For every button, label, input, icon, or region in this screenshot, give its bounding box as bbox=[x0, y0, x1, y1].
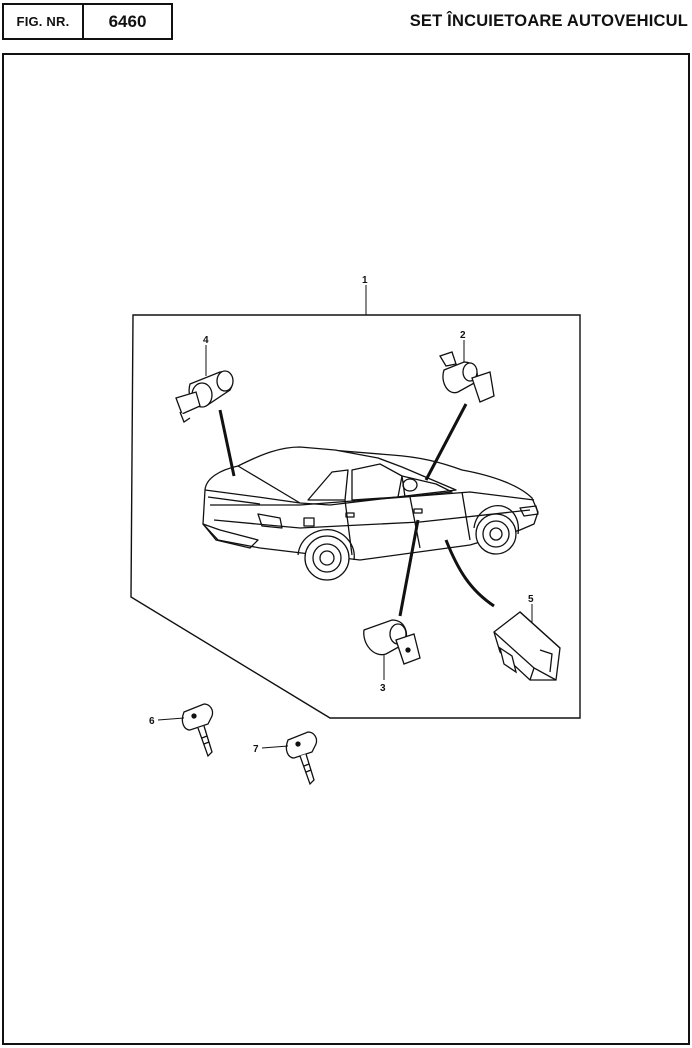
callout-5: 5 bbox=[528, 594, 534, 605]
callout-2: 2 bbox=[460, 330, 466, 341]
figure-number-box: FIG. NR. 6460 bbox=[2, 3, 173, 40]
key-6 bbox=[181, 703, 214, 758]
figure-label: FIG. NR. bbox=[4, 5, 84, 38]
callout-6: 6 bbox=[149, 716, 155, 727]
door-lock-cylinder-left bbox=[363, 619, 421, 665]
callout-1: 1 bbox=[362, 275, 368, 286]
car-illustration bbox=[202, 446, 539, 581]
page-title: SET ÎNCUIETOARE AUTOVEHICUL bbox=[409, 12, 688, 30]
ignition-switch-housing bbox=[493, 611, 561, 681]
callout-3: 3 bbox=[380, 683, 386, 694]
figure-number: 6460 bbox=[108, 11, 147, 31]
callout-4: 4 bbox=[203, 335, 209, 346]
assembly-outline bbox=[130, 314, 581, 719]
trunk-lock-cylinder bbox=[175, 370, 234, 423]
diagram-frame bbox=[2, 53, 690, 1045]
callout-7: 7 bbox=[253, 744, 259, 755]
key-7 bbox=[285, 731, 318, 786]
door-lock-cylinder-right bbox=[439, 351, 495, 403]
